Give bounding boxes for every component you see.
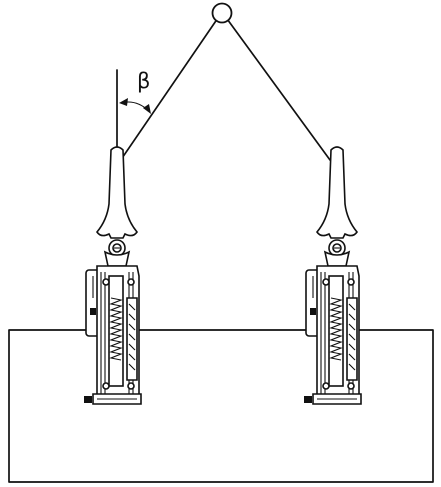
left-plate-clamp [83,146,142,405]
right-plate-clamp [303,146,362,405]
angle-arrow-right [143,104,151,114]
sling-right [221,11,331,161]
master-ring [211,2,233,24]
angle-label: β [137,69,150,93]
angle-arrow-left [119,98,128,106]
sling-left [117,11,223,165]
steel-plate [8,329,434,483]
